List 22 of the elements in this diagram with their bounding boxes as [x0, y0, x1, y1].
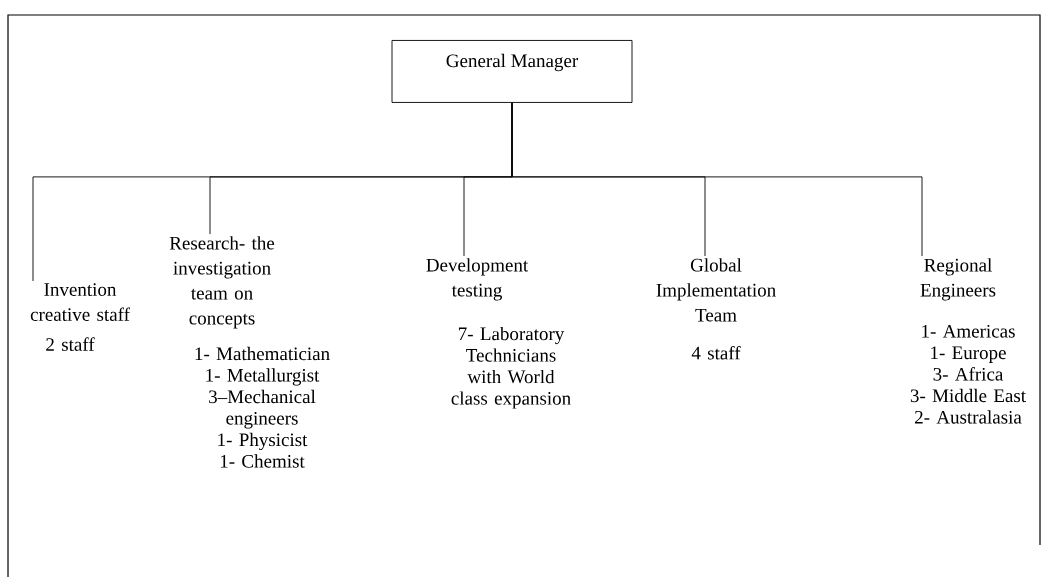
staff-list: 1- Mathematician 1- Metallurgist 3–Mechanical engineers 1- Physicist 1- Chemist	[195, 346, 330, 468]
staff-list: 4 staff	[691, 345, 741, 360]
staff-list: 7- Laboratory Technicians with World class expansion	[451, 326, 571, 409]
role-label: Research- the investigation team on concepts	[169, 236, 275, 329]
role-label: Development testing	[426, 258, 529, 301]
node-label: 1- Americas	[922, 324, 1015, 338]
connector-line	[511, 102, 923, 257]
title-box: General Manager	[391, 40, 633, 103]
role-label: Invention creative staff	[30, 283, 130, 321]
staff-list: 1- Americas 1- Europe 3- Africa 3- Middle East 2- Australasia	[910, 324, 1026, 424]
node-label: 3- Middle East	[910, 388, 1026, 403]
node-label: 1- Chemist	[220, 454, 305, 468]
node-label: 2- Australasia	[915, 410, 1022, 424]
node-label: 3–Mechanical engineers	[209, 389, 316, 429]
node-label: 1- Physicist	[218, 432, 308, 451]
role-label: Global Implementation Team	[656, 258, 776, 322]
node-label: 1- Metallurgist	[206, 368, 320, 386]
role-label: Regional Engineers	[920, 258, 996, 301]
node-label: 3- Africa	[933, 367, 1004, 381]
node-label: 1- Europe	[931, 346, 1006, 363]
node-label: 1- Mathematician	[195, 346, 330, 361]
staff-list: 2 staff	[46, 337, 95, 351]
